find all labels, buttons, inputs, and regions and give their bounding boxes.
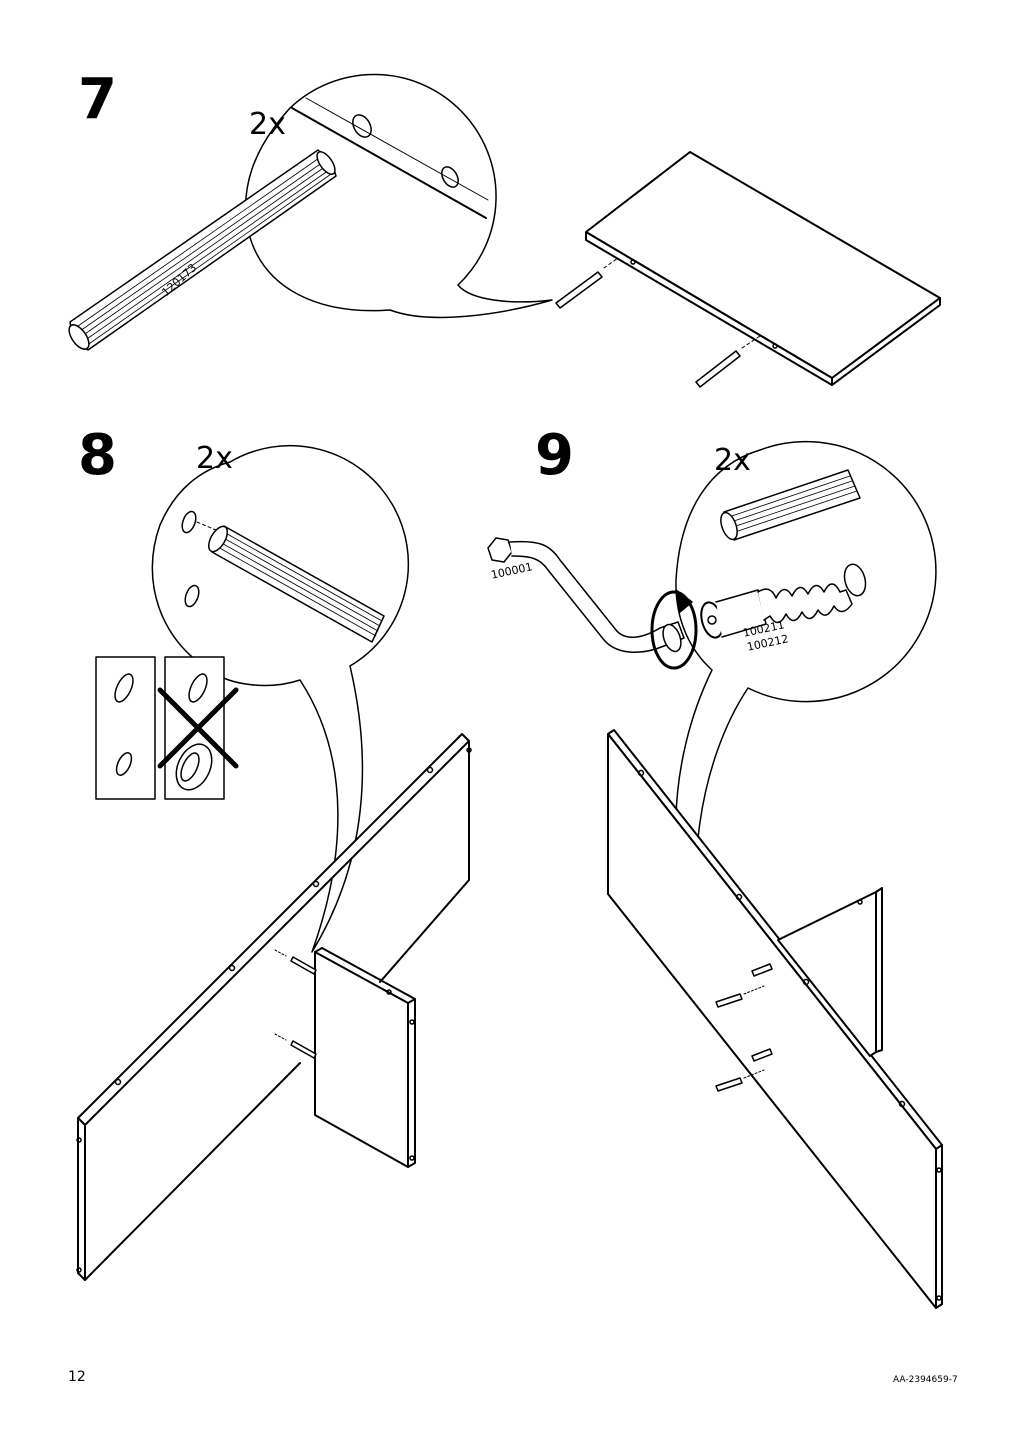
- wooden-dowel-icon: [207, 525, 385, 643]
- small-dowel-icon: [751, 963, 773, 1062]
- page-number: 12: [68, 1369, 86, 1385]
- step-8-quantity: 2x: [196, 441, 233, 476]
- incorrect-hole-example: [157, 656, 239, 800]
- step-7-detail-bubble: [244, 73, 553, 319]
- step-9-number: 9: [535, 423, 574, 488]
- small-dowel-icon: [555, 271, 741, 388]
- document-code: AA-2394659-7: [893, 1375, 958, 1385]
- wooden-dowel-icon: [68, 149, 337, 351]
- divider-panel: [777, 887, 883, 1057]
- connector-bolt-icon: [715, 993, 743, 1092]
- step-7-number: 7: [78, 67, 117, 132]
- side-panel: [76, 733, 472, 1281]
- divider-panel: [314, 947, 416, 1168]
- step-9-detail-bubble: [674, 440, 937, 983]
- side-panel: [607, 729, 943, 1309]
- step-8-illustration: [76, 444, 472, 1281]
- step-9-illustration: [487, 440, 943, 1309]
- step-8-number: 8: [78, 423, 117, 488]
- step-7-illustration: [68, 73, 941, 388]
- dowel-hole-icon: [441, 166, 459, 188]
- connector-bolt-icon: [700, 563, 867, 639]
- dowel-hole-icon: [352, 114, 372, 138]
- wooden-dowel-icon: [720, 469, 861, 541]
- correct-hole-example: [95, 656, 156, 800]
- rotate-clockwise-icon: [650, 589, 698, 670]
- small-dowel-icon: [290, 956, 317, 1059]
- shelf-panel: [585, 151, 941, 386]
- step-7-quantity: 2x: [249, 107, 286, 142]
- step-8-detail-bubble: [151, 444, 410, 953]
- allen-key-icon: [487, 537, 685, 653]
- dowel-hole-icon: [184, 584, 200, 608]
- dowel-hole-icon: [181, 510, 197, 534]
- step-9-quantity: 2x: [714, 443, 751, 478]
